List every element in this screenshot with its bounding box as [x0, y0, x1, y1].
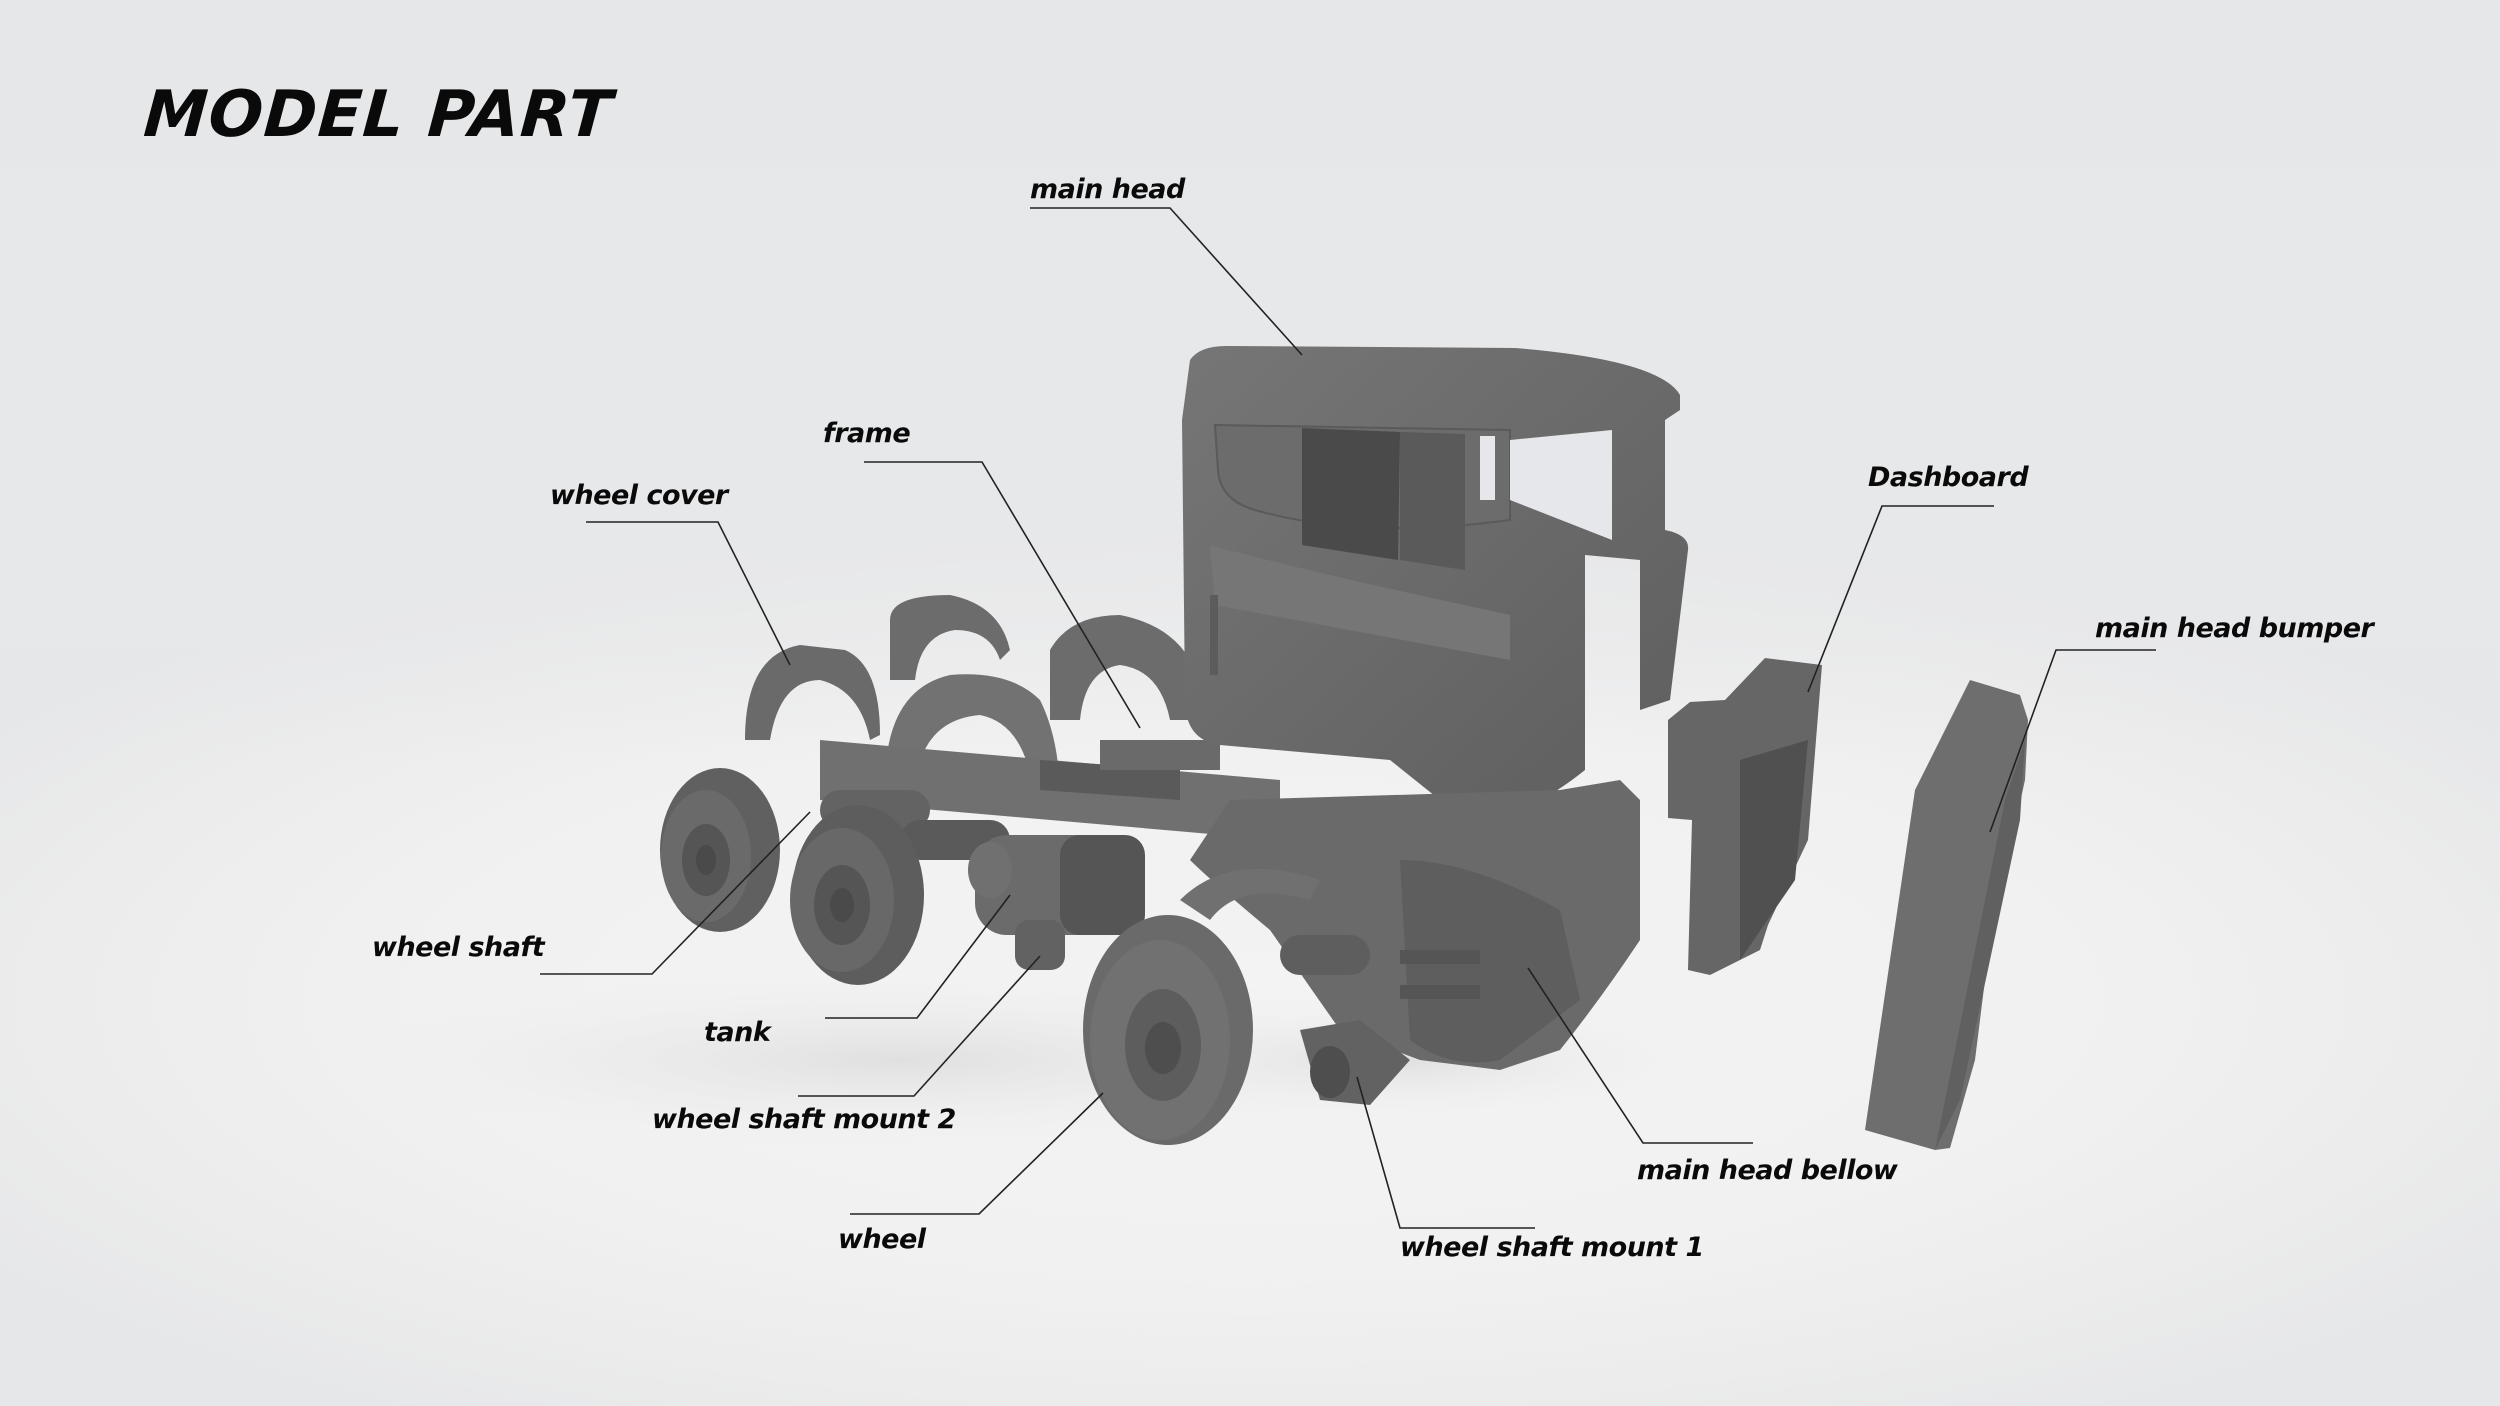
- leader-main-head-bumper: [1989, 649, 2156, 833]
- dashboard-part: [1668, 658, 1822, 975]
- label-wheel: wheel: [838, 1224, 926, 1255]
- wheel-part-front: [1083, 915, 1253, 1145]
- label-frame: frame: [823, 418, 911, 449]
- leader-wheel-shaft-mount-1: [1356, 1076, 1535, 1229]
- frame-part: [820, 740, 1280, 840]
- wheel-part-rear-1: [660, 768, 780, 932]
- tank-part: [968, 835, 1145, 935]
- leader-wheel-shaft-mount-2: [798, 955, 1041, 1097]
- main-head-part: [1182, 345, 1689, 800]
- label-wheel-shaft-mount-1: wheel shaft mount 1: [1400, 1232, 1704, 1263]
- leader-lines: [540, 207, 2156, 1229]
- leader-frame: [864, 461, 1141, 729]
- label-main-head-bellow: main head bellow: [1637, 1155, 1898, 1186]
- leader-wheel-cover: [586, 521, 791, 666]
- main-head-bumper-part: [1865, 680, 2028, 1150]
- leader-wheel-shaft: [540, 811, 811, 975]
- leader-main-head-bellow: [1527, 967, 1753, 1144]
- label-wheel-shaft-mount-2: wheel shaft mount 2: [652, 1104, 956, 1135]
- main-head-bellow-part: [1180, 780, 1640, 1070]
- front-shaft: [1280, 935, 1370, 975]
- leader-main-head: [1030, 207, 1303, 356]
- label-tank: tank: [704, 1017, 771, 1048]
- label-wheel-shaft: wheel shaft: [372, 932, 545, 963]
- label-dashboard: Dashboard: [1868, 462, 2029, 493]
- label-wheel-cover: wheel cover: [550, 480, 728, 511]
- label-main-head-bumper: main head bumper: [2095, 613, 2374, 644]
- wheel-part-rear-2: [790, 805, 924, 985]
- leader-tank: [825, 894, 1011, 1019]
- leader-dashboard: [1807, 505, 1994, 693]
- wheel-cover-part: [745, 595, 1190, 810]
- label-main-head: main head: [1030, 174, 1185, 205]
- leader-wheel: [850, 1092, 1104, 1215]
- wheel-shaft-mount-2-part: [1015, 920, 1065, 970]
- wheel-shaft-mount-1-part: [1300, 1020, 1410, 1105]
